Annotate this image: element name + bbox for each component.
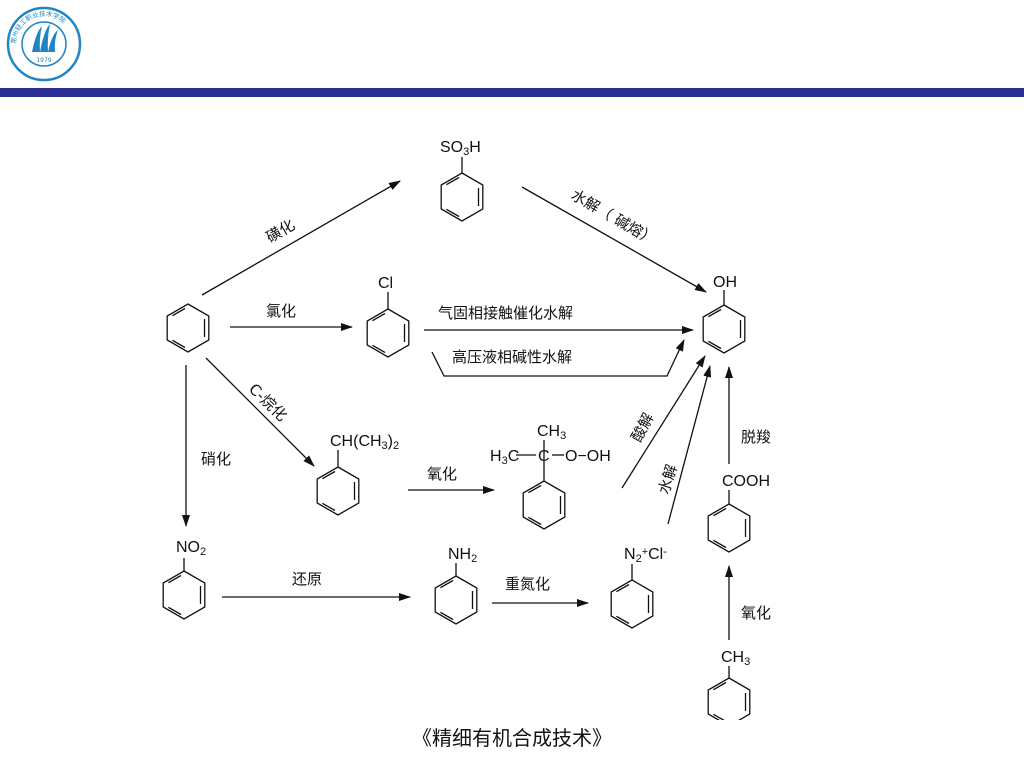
label-gas-phase: 气固相接触催化水解 — [438, 304, 573, 322]
benzene-ring — [166, 303, 210, 353]
toluene-ring — [707, 677, 751, 720]
sulfonic-group: SO3H — [440, 139, 481, 158]
arrow-liquid-phase — [431, 339, 685, 377]
cumene-ring — [316, 466, 360, 516]
university-logo-icon: 常州轻工职业技术学院 1979 — [6, 6, 82, 82]
hydroxyl-group: OH — [713, 274, 737, 291]
phenol-ring — [702, 304, 746, 354]
diazonium-ring — [610, 579, 654, 629]
benzenesulfonic-ring — [440, 172, 484, 222]
amino-group: NH2 — [448, 546, 477, 565]
label-oxidation: 氧化 — [427, 465, 457, 483]
diazonium-group: N2+Cl- — [624, 546, 667, 565]
methyl-group: CH3 — [721, 649, 750, 668]
header-band — [0, 88, 1024, 97]
label-alkylation: C-烷化 — [245, 380, 291, 425]
label-reduction: 还原 — [292, 570, 322, 588]
label-chlorination: 氯化 — [266, 302, 296, 320]
chloro-group: Cl — [378, 275, 393, 292]
footer-title: 《精细有机合成技术》 — [412, 726, 612, 750]
label-decarboxylation: 脱羧 — [741, 428, 771, 446]
label-liquid-phase: 高压液相碱性水解 — [452, 348, 572, 366]
label-diazotization: 重氮化 — [505, 575, 550, 593]
synthesis-diagram: SO3H Cl OH CH(CH3)2 CH3 H3C C O−OH NO2 N… — [162, 139, 771, 720]
hydroperoxide-right: O−OH — [565, 448, 611, 465]
nitro-group: NO2 — [176, 539, 206, 558]
label-nitration: 硝化 — [201, 450, 231, 468]
hydroperoxide-ring — [522, 480, 566, 530]
hydroperoxide-center: C — [538, 448, 550, 465]
arrow-hydrolysis — [667, 365, 712, 525]
arrow-alkali-fusion — [521, 186, 707, 293]
chlorobenzene-ring — [366, 308, 410, 358]
isopropyl-group: CH(CH3)2 — [330, 433, 399, 452]
arrow-alkylation — [205, 357, 315, 467]
logo-year: 1979 — [36, 57, 51, 64]
arrow-sulfonation — [201, 180, 401, 296]
aniline-ring — [434, 575, 478, 625]
arrow-acid-hydrolysis — [621, 355, 706, 489]
carboxyl-group: COOH — [722, 473, 770, 490]
benzoic-ring — [707, 503, 751, 553]
label-oxidation2: 氧化 — [741, 604, 771, 622]
label-sulfonation: 磺化 — [263, 216, 298, 247]
nitrobenzene-ring — [162, 570, 206, 620]
hydroperoxide-top: CH3 — [537, 423, 566, 442]
hydroperoxide-left: H3C — [490, 448, 519, 467]
